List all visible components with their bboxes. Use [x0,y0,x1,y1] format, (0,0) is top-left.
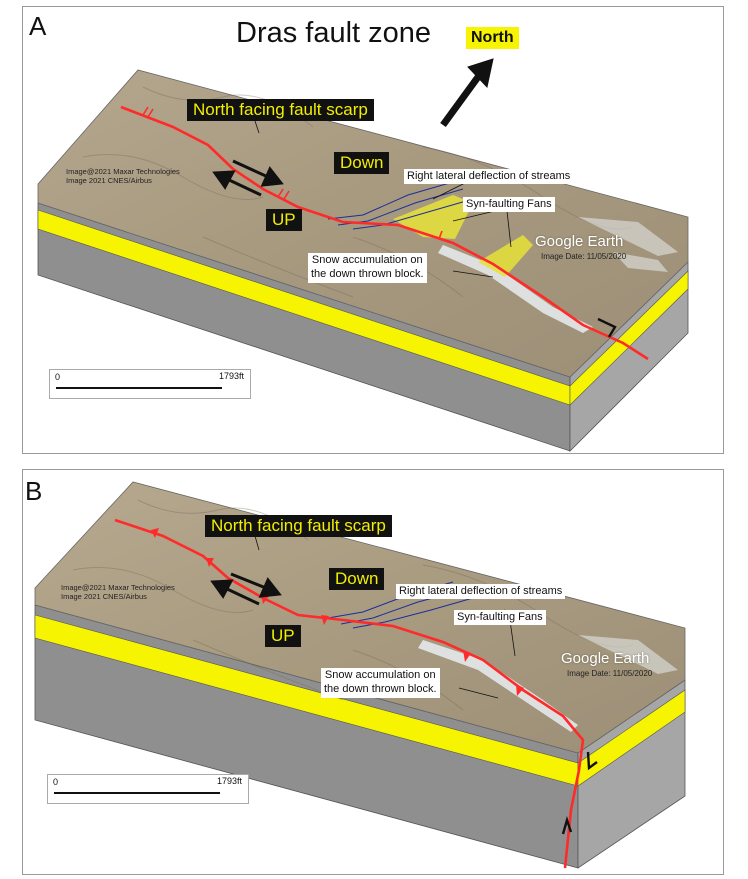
imagery-credit: Image@2021 Maxar Technologies Image 2021… [66,167,180,186]
credit-line2: Image 2021 CNES/Airbus [61,592,175,601]
snow-label-line1: Snow accumulation on [311,254,424,268]
scale-value: 1793ft [219,371,244,381]
streams-label: Right lateral deflection of streams [396,584,565,599]
north-arrow [443,59,493,125]
streams-label: Right lateral deflection of streams [404,169,573,184]
fault-scarp-label: North facing fault scarp [205,515,392,537]
snow-label: Snow accumulation on the down thrown blo… [321,668,440,698]
credit-line2: Image 2021 CNES/Airbus [66,176,180,185]
panel-label: A [29,13,46,39]
image-date: Image Date: 11/05/2020 [541,252,626,261]
scale-line [56,387,222,389]
scale-zero: 0 [53,777,58,787]
scale-line [54,792,220,794]
credit-line1: Image@2021 Maxar Technologies [61,583,175,592]
down-label: Down [329,568,384,590]
fans-label: Syn-faulting Fans [463,197,555,212]
panel-label: B [25,478,42,504]
fault-scarp-label: North facing fault scarp [187,99,374,121]
google-earth-watermark: Google Earth [535,233,623,250]
scale-bar: 0 1793ft [49,369,251,399]
up-label: UP [265,625,301,647]
google-earth-watermark: Google Earth [561,650,649,667]
up-label: UP [266,209,302,231]
scale-value: 1793ft [217,776,242,786]
snow-label: Snow accumulation on the down thrown blo… [308,253,427,283]
scale-zero: 0 [55,372,60,382]
snow-label-line2: the down thrown block. [324,683,437,697]
north-label: North [466,27,519,49]
diagram-title: Dras fault zone [236,17,431,50]
panel-a: A Dras fault zone North North facing fau… [22,6,724,454]
imagery-credit: Image@2021 Maxar Technologies Image 2021… [61,583,175,602]
scale-bar: 0 1793ft [47,774,249,804]
panel-b: B North facing fault scarp Down UP Right… [22,469,724,875]
down-label: Down [334,152,389,174]
snow-label-line2: the down thrown block. [311,268,424,282]
snow-label-line1: Snow accumulation on [324,669,437,683]
fans-label: Syn-faulting Fans [454,610,546,625]
image-date: Image Date: 11/05/2020 [567,669,652,678]
credit-line1: Image@2021 Maxar Technologies [66,167,180,176]
